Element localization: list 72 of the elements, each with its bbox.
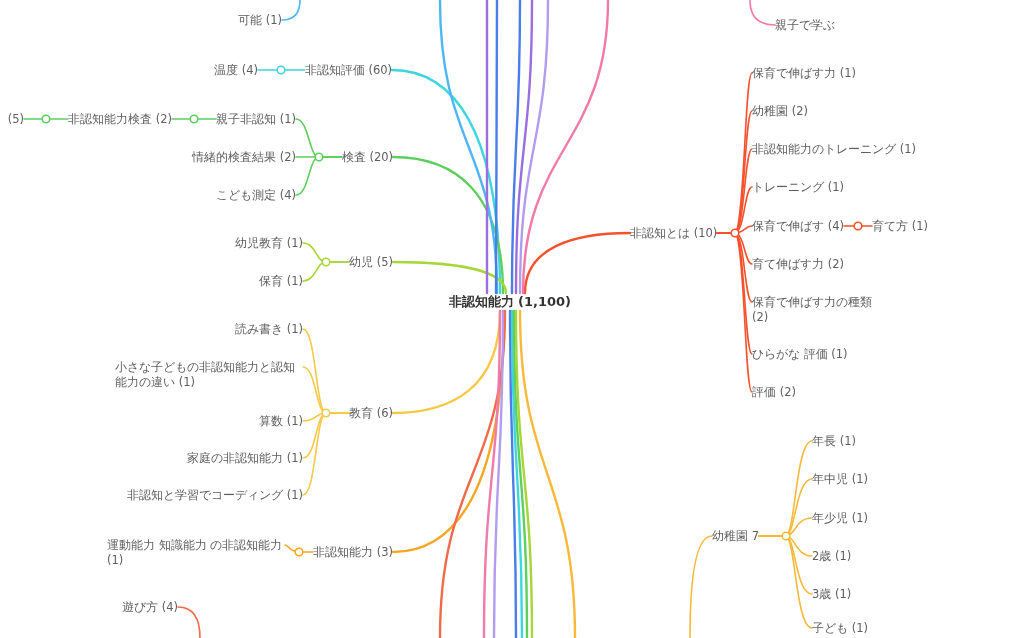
branch-line	[171, 118, 217, 120]
topic-label: 教育 (6)	[349, 405, 393, 421]
branch-line	[302, 412, 350, 496]
branch-line	[295, 156, 343, 196]
topic-label: 保育で伸ばす力 (1)	[752, 65, 856, 81]
branch-line	[514, 0, 534, 295]
topic-label: こども測定 (4)	[216, 187, 296, 203]
topic-label: 保育で伸ばす (4)	[752, 218, 844, 234]
branch-line	[512, 309, 529, 638]
branch-line	[510, 309, 524, 638]
topic-label: 保育で伸ばす力の種類 (2)	[752, 294, 874, 325]
branch-line	[438, 309, 507, 638]
branch-line	[257, 69, 306, 71]
topic-label: 算数 (1)	[259, 413, 303, 429]
topic-label: 可能 (1)	[238, 12, 282, 28]
topic-label: 親子非認知 (1)	[216, 111, 296, 127]
branch-line	[302, 261, 350, 282]
branch-line	[438, 0, 499, 295]
branch-line	[391, 260, 508, 295]
branch-line	[177, 606, 201, 638]
central-topic: 非認知能力 (1,100)	[446, 293, 574, 311]
branch-line	[281, 0, 301, 21]
branch-line	[843, 225, 873, 227]
topic-label: 読み書き (1)	[235, 321, 303, 337]
topic-label: 育て方 (1)	[872, 218, 928, 234]
branch-line	[485, 0, 489, 295]
topic-label: 年長 (1)	[812, 433, 856, 449]
topic-label: 評価 (2)	[752, 384, 796, 400]
topic-label: 育て伸ばす力 (2)	[752, 256, 844, 272]
branch-line	[518, 0, 550, 295]
branch-line	[494, 0, 499, 295]
branch-line	[716, 232, 753, 393]
branch-line	[482, 309, 502, 638]
topic-label: 幼稚園 (2)	[752, 103, 808, 119]
topic-label: 非認知と学習でコーディング (1)	[127, 487, 303, 503]
branch-line	[508, 309, 518, 638]
topic-label: 保育 (1)	[259, 273, 303, 289]
branch-line	[514, 309, 534, 638]
topic-label: 温度 (4)	[214, 62, 258, 78]
topic-label: 非認知能力のトレーニング (1)	[752, 141, 916, 157]
branch-line	[391, 155, 505, 295]
topic-label: 情緒的検査結果 (2)	[192, 149, 296, 165]
topic-label: 非認知評価 (60)	[304, 62, 392, 78]
topic-label: (5)	[7, 111, 24, 127]
branch-line	[521, 0, 610, 295]
topic-label: 年少児 (1)	[812, 510, 868, 526]
branch-line	[390, 68, 502, 295]
topic-label: 幼稚園 7	[712, 528, 759, 544]
topic-label: 年中児 (1)	[812, 471, 868, 487]
branch-line	[689, 535, 713, 638]
topic-label: 幼児教育 (1)	[235, 235, 303, 251]
topic-label: 幼児 (5)	[349, 254, 393, 270]
branch-line	[749, 0, 776, 26]
topic-label: 親子で学ぶ	[775, 17, 835, 33]
topic-label: 非認知とは (10)	[630, 225, 718, 241]
topic-label: 検査 (20)	[341, 149, 393, 165]
topic-label: 非認知能力検査 (2)	[68, 111, 172, 127]
topic-label: 2歳 (1)	[812, 548, 852, 564]
topic-label: 遊び方 (4)	[122, 599, 178, 615]
topic-label: トレーニング (1)	[752, 179, 844, 195]
topic-label: 小さな子どもの非認知能力と認知能力の違い (1)	[115, 359, 303, 390]
topic-label: 非認知能力 (3)	[313, 544, 393, 560]
branch-line	[518, 309, 577, 638]
topic-label: ひらがな 評価 (1)	[752, 346, 848, 362]
branch-line	[23, 118, 69, 120]
topic-label: 家庭の非認知能力 (1)	[187, 450, 303, 466]
branch-line	[510, 0, 522, 295]
topic-label: 3歳 (1)	[812, 586, 852, 602]
topic-label: 子ども (1)	[812, 620, 868, 636]
branch-line	[523, 231, 632, 295]
branch-line	[492, 309, 505, 638]
topic-label: 運動能力 知識能力 の非認知能力 (1)	[107, 537, 285, 568]
